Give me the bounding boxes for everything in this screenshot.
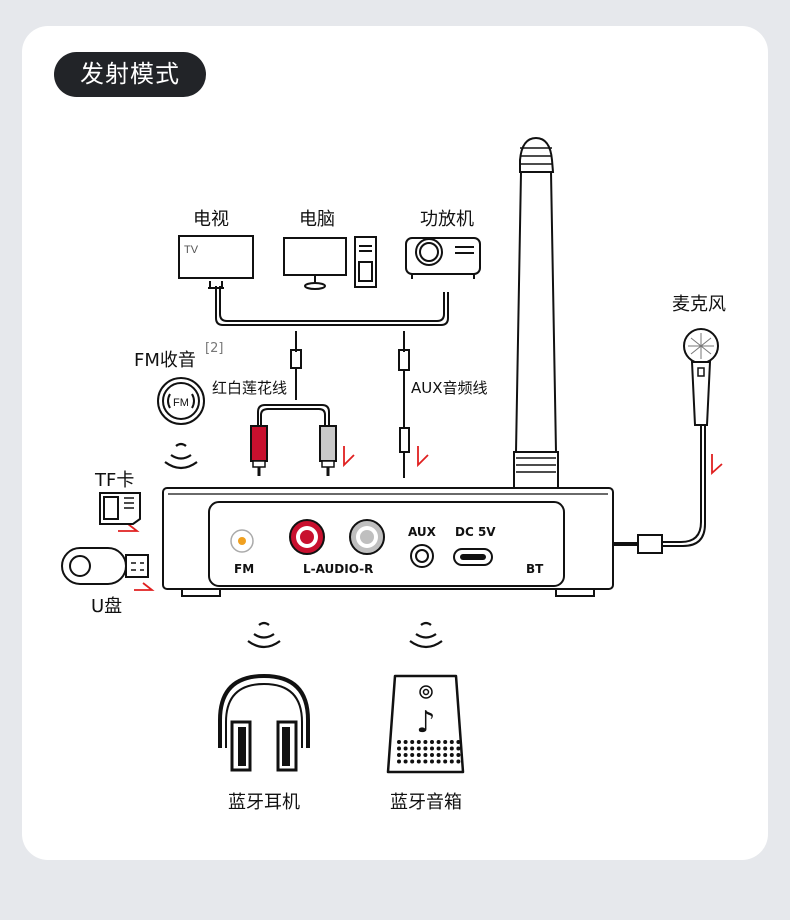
- speaker-grille-dot: [456, 746, 461, 751]
- cable-label-rca: 红白莲花线: [212, 379, 288, 397]
- device-label-speaker: 蓝牙音箱: [390, 792, 462, 813]
- speaker-grille-dot: [410, 759, 415, 764]
- pc-icon: [283, 236, 377, 290]
- fm-port: [230, 529, 254, 553]
- arrow-icon: [118, 446, 723, 591]
- svg-text:♪: ♪: [416, 705, 435, 740]
- speaker-grille-dot: [423, 759, 428, 764]
- speaker-grille-dot: [423, 753, 428, 757]
- rca-plug-white: [319, 425, 337, 476]
- page-title: 发射模式: [54, 52, 206, 97]
- speaker-grille-dot: [423, 740, 428, 744]
- dc-port: [453, 548, 493, 566]
- amplifier-icon: [405, 237, 481, 279]
- device-label-fm: FM收音: [134, 350, 196, 371]
- device-label-amp: 功放机: [420, 209, 474, 230]
- device-label-mic: 麦克风: [672, 294, 726, 315]
- speaker-grille-dot: [449, 753, 454, 757]
- device-label-headphones: 蓝牙耳机: [228, 792, 300, 813]
- speaker-grille-dot: [449, 746, 454, 751]
- speaker-grille: [397, 740, 461, 764]
- usb-drive-icon: [61, 547, 149, 585]
- speaker-grille-dot: [456, 753, 461, 757]
- speaker-grille-dot: [443, 759, 448, 764]
- speaker-grille-dot: [416, 746, 421, 751]
- speaker-grille-dot: [423, 746, 428, 751]
- headphones-icon: [218, 673, 310, 772]
- speaker-grille-dot: [403, 759, 408, 764]
- speaker-grille-dot: [403, 753, 408, 757]
- wireless-signal-icon: [164, 442, 198, 470]
- speaker-grille-dot: [430, 759, 434, 764]
- port-label-fm: FM: [234, 562, 255, 576]
- port-label-aux: AUX: [408, 525, 436, 539]
- speaker-grille-dot: [397, 746, 401, 751]
- device-label-usb: U盘: [91, 596, 123, 617]
- cable-bracket: [215, 286, 449, 326]
- speaker-grille-dot: [436, 753, 441, 757]
- speaker-grille-dot: [430, 746, 434, 751]
- cable-label-aux: AUX音频线: [411, 379, 488, 397]
- speaker-grille-dot: [403, 746, 408, 751]
- rca-plug-red: [250, 425, 268, 476]
- rca-port-right: [349, 519, 385, 555]
- speaker-grille-dot: [456, 740, 461, 744]
- speaker-grille-dot: [410, 740, 415, 744]
- wireless-signal-icon: [247, 621, 281, 649]
- fm-radio-icon: [157, 377, 205, 425]
- port-label-bt: BT: [526, 562, 544, 576]
- speaker-grille-dot: [416, 753, 421, 757]
- speaker-grille-dot: [403, 740, 408, 744]
- fm-icon-label: FM: [173, 397, 189, 409]
- speaker-grille-dot: [397, 759, 401, 764]
- aux-port: [410, 544, 434, 568]
- speaker-grille-dot: [436, 759, 441, 764]
- rca-cable: [257, 331, 330, 426]
- rca-port-left: [289, 519, 325, 555]
- device-label-pc: 电脑: [299, 209, 335, 230]
- tv-screen-label: TV: [184, 244, 199, 256]
- port-label-audio: L-AUDIO-R: [303, 562, 374, 576]
- speaker-grille-dot: [443, 740, 448, 744]
- speaker-grille-dot: [410, 746, 415, 751]
- speaker-grille-dot: [436, 740, 441, 744]
- fm-footnote: [2]: [205, 341, 224, 356]
- speaker-grille-dot: [443, 746, 448, 751]
- port-label-dc: DC 5V: [455, 525, 496, 539]
- device-label-tv: 电视: [193, 209, 229, 230]
- speaker-grille-dot: [430, 740, 434, 744]
- speaker-grille-dot: [416, 740, 421, 744]
- speaker-grille-dot: [430, 753, 434, 757]
- tf-card-icon: [99, 492, 141, 525]
- speaker-grille-dot: [449, 759, 454, 764]
- speaker-grille-dot: [443, 753, 448, 757]
- speaker-grille-dot: [397, 740, 401, 744]
- device-label-tf: TF卡: [95, 470, 135, 491]
- speaker-grille-dot: [456, 759, 461, 764]
- microphone-icon: [614, 328, 719, 554]
- speaker-grille-dot: [449, 740, 454, 744]
- speaker-grille-dot: [397, 753, 401, 757]
- wireless-signal-icon: [409, 621, 443, 649]
- speaker-grille-dot: [436, 746, 441, 751]
- aux-cable: [398, 331, 410, 478]
- speaker-grille-dot: [410, 753, 415, 757]
- speaker-grille-dot: [416, 759, 421, 764]
- speaker-icon: ♪: [386, 674, 465, 774]
